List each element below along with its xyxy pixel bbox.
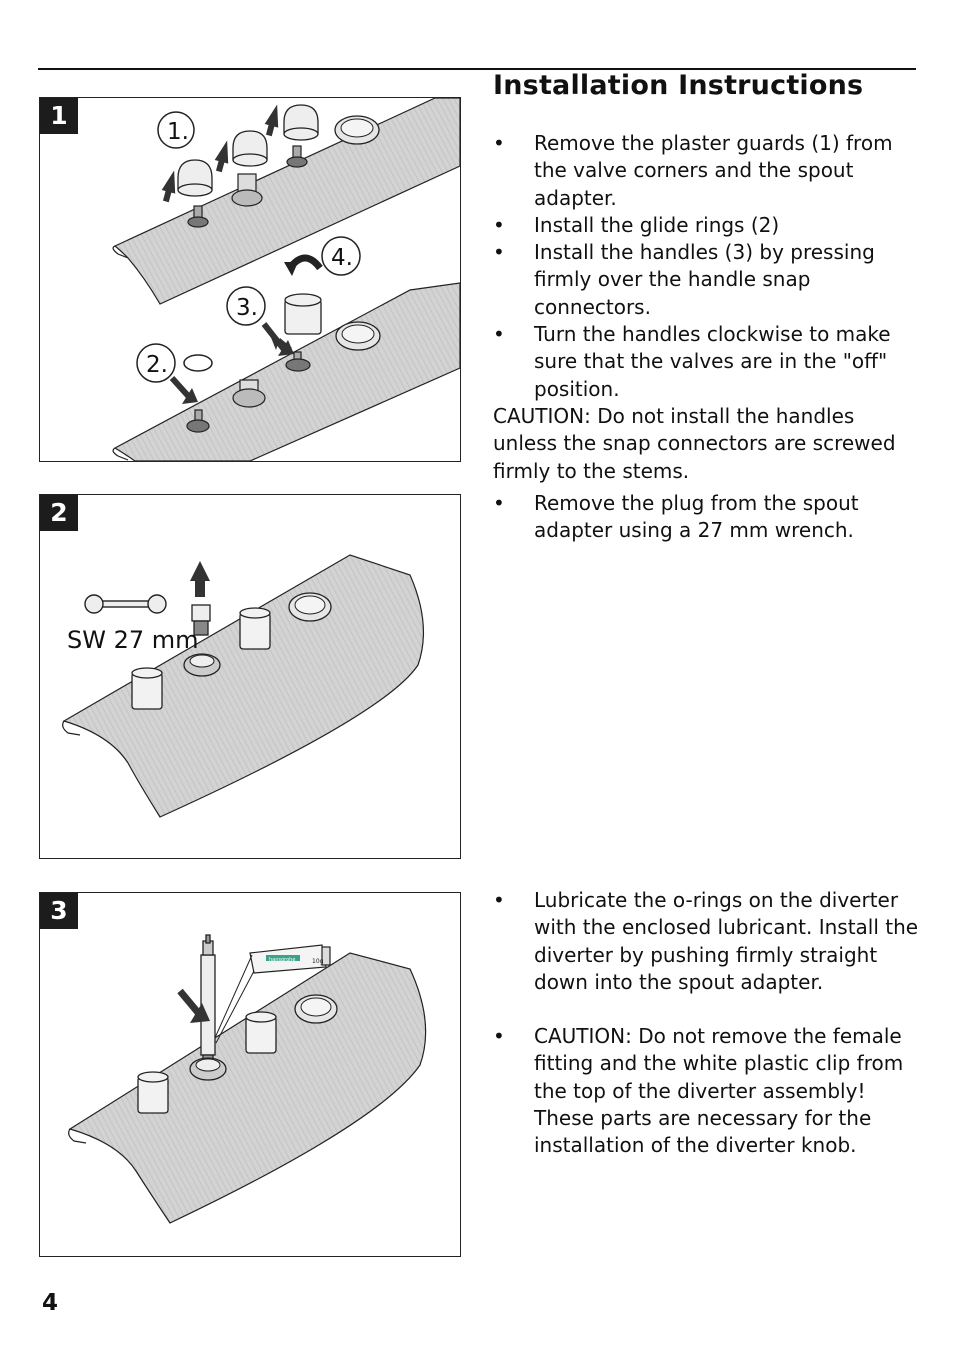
bullet-glyph: • <box>493 888 505 912</box>
handle-right <box>239 607 271 650</box>
figure-badge-2: 2 <box>40 495 78 531</box>
bullet-list-1: •Remove the plaster guards (1) from the … <box>493 130 923 403</box>
plaster-guard-right <box>283 104 319 141</box>
callout-2: 2. <box>146 352 168 378</box>
tube-weight-label: 10g <box>312 958 324 965</box>
list-item: •Install the handles (3) by pressing fir… <box>493 240 875 319</box>
plaster-guard-middle <box>232 130 268 167</box>
bullet-glyph: • <box>493 131 505 155</box>
figure-panel-3: 3 hansgrohe 10g <box>39 892 461 1257</box>
handle-left <box>131 667 163 710</box>
up-arrow <box>190 561 210 597</box>
tube-brand-label: hansgrohe <box>269 957 295 963</box>
list-item: •Remove the plug from the spout adapter … <box>493 491 859 543</box>
caution-note-1: CAUTION: Do not install the handles unle… <box>493 403 896 483</box>
page-title: Installation Instructions <box>493 70 864 101</box>
diverter <box>200 934 216 1074</box>
figure-badge-1: 1 <box>40 98 78 134</box>
wall-ledge-upper <box>113 98 460 305</box>
wall-ledge <box>68 952 427 1224</box>
page-number: 4 <box>42 1290 59 1316</box>
callout-3: 3. <box>236 295 258 321</box>
down-arrow <box>177 988 203 1018</box>
lubricant-tube <box>249 944 331 974</box>
wrench-icon <box>84 594 167 614</box>
list-item: •Remove the plaster guards (1) from the … <box>493 131 893 210</box>
list-item: •Turn the handles clockwise to make sure… <box>493 322 891 401</box>
glide-ring <box>183 354 213 372</box>
bullet-glyph: • <box>493 1024 505 1049</box>
wrench-size-label: SW 27 mm <box>67 626 199 654</box>
bullet-glyph: • <box>493 491 505 515</box>
figure-1-illustration: 1. 4. 3. 2. <box>112 98 460 461</box>
instructions-step-1: •Remove the plaster guards (1) from the … <box>493 130 923 485</box>
list-item: •Lubricate the o-rings on the diverter w… <box>493 888 919 994</box>
bullet-glyph: • <box>493 212 505 237</box>
spout-plug <box>191 604 211 636</box>
figure-2-illustration: SW 27 mm <box>62 554 425 818</box>
callout-1: 1. <box>167 119 189 145</box>
bullet-glyph: • <box>493 240 505 265</box>
figure-panel-2: 2 SW 27 mm <box>39 494 461 859</box>
figure-badge-3: 3 <box>40 893 78 929</box>
list-item: •CAUTION: Do not remove the female fitti… <box>493 1024 904 1158</box>
callout-4: 4. <box>331 245 353 271</box>
figure-3-illustration: hansgrohe 10g <box>68 934 427 1224</box>
handle-right <box>245 1011 277 1054</box>
instructions-step-2: •Remove the plug from the spout adapter … <box>493 490 923 545</box>
handle <box>284 293 322 335</box>
handle-left <box>137 1071 169 1114</box>
list-item: •Install the glide rings (2) <box>493 212 923 239</box>
top-rule <box>38 68 916 70</box>
bullet-glyph: • <box>493 322 505 347</box>
instructions-step-3: •Lubricate the o-rings on the diverter w… <box>493 887 923 1160</box>
bullet-list-3: •Lubricate the o-rings on the diverter w… <box>493 887 923 1160</box>
down-arrow-3 <box>261 322 289 354</box>
wall-ledge <box>62 554 425 818</box>
plaster-guard-left <box>177 159 213 197</box>
bullet-list-2: •Remove the plug from the spout adapter … <box>493 490 923 545</box>
figure-panel-1: 1 <box>39 97 461 462</box>
up-arrows <box>161 104 279 203</box>
down-arrow-2 <box>169 375 193 401</box>
